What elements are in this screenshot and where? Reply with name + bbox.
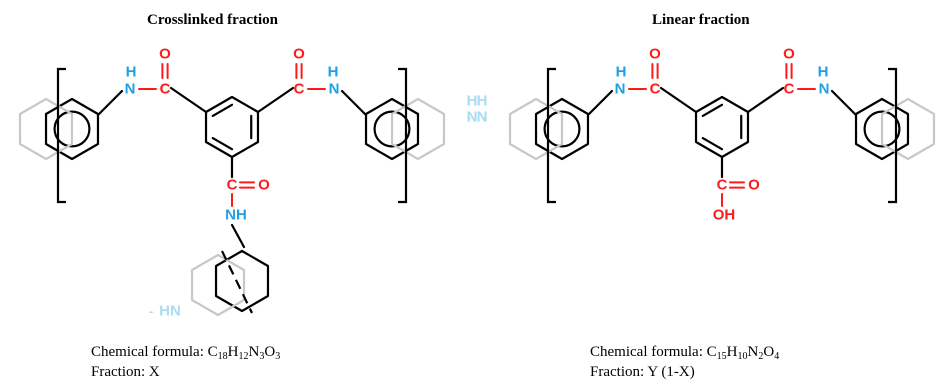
faded-nitrogen-label: N [477,109,488,126]
faded-bond-dash: - [483,110,487,125]
right-formula-terms: C15H10N2O4 [706,344,780,362]
amide-nh-label: NH [225,207,247,224]
bond-line [169,86,208,114]
amide-nitrogen-label: N [615,81,626,98]
hydroxyl-label: OH [713,207,736,224]
faded-ring [508,97,564,161]
carbonyl-carbon-label: C [294,81,305,98]
aromatic-circle [543,110,581,148]
formula-element: O [264,344,276,360]
formula-subscript: 3 [259,351,265,362]
polymer-bracket [888,67,898,204]
formula-element: N [747,344,759,360]
double-bond-line [701,137,724,151]
amide-hydrogen-label: H [126,64,137,81]
amide-nitrogen-label: N [125,81,136,98]
carbonyl-carbon-label: C [160,81,171,98]
right-formula-label: Chemical formula: [590,344,707,360]
faded-bond-dash: - [149,304,153,319]
amide-hydrogen-label: H [328,64,339,81]
polymer-bracket [56,67,66,204]
aromatic-circle [53,110,91,148]
faded-hydrogen-label: H [477,93,488,110]
faded-bond-dash: - [467,110,471,125]
faded-nitrogen-label: N [467,109,478,126]
carbonyl-oxygen-label: O [649,46,661,63]
formula-subscript: 18 [217,351,228,362]
polymer-bracket [546,67,556,204]
left-formula-terms: C18H12N3O3 [207,344,281,362]
formula-element: H [227,344,239,360]
faded-ring [880,97,936,161]
carbonyl-oxygen-label: O [159,46,171,63]
carbonyl-oxygen-label: O [783,46,795,63]
aromatic-ring [214,249,270,313]
formula-subscript: 12 [238,351,249,362]
right-caption: Chemical formula: C15H10N2O4 Fraction: Y… [590,343,779,382]
carbonyl-carbon-label: C [650,81,661,98]
aryl-bond [830,89,858,117]
formula-subscript: 10 [737,351,748,362]
double-bond-line [211,103,234,118]
double-bond-line [701,103,724,118]
formula-subscript: 2 [758,351,764,362]
aryl-bond [96,89,124,117]
formula-element: O [763,344,775,360]
carbonyl-carbon-label: C [227,177,238,194]
aryl-bond [586,89,614,117]
left-formula-label: Chemical formula: [91,344,208,360]
bond-line [746,86,785,114]
right-panel-title: Linear fraction [652,12,750,28]
aromatic-circle [863,110,901,148]
formula-element: C [706,344,717,360]
cleavage-dashed-line [221,250,253,314]
amide-hydrogen-label: H [616,64,627,81]
carbonyl-oxygen-label: O [293,46,305,63]
faded-ring [390,97,446,161]
aryl-bond [230,223,246,249]
faded-amine-label: HN [159,303,181,320]
amide-nitrogen-label: N [819,81,830,98]
amide-hydrogen-label: H [818,64,829,81]
left-panel-title: Crosslinked fraction [147,12,278,28]
formula-element: H [726,344,738,360]
faded-ring [190,253,246,317]
carbonyl-oxygen-label: O [748,177,760,194]
aryl-bond [340,89,368,117]
left-caption: Chemical formula: C18H12N3O3 Fraction: X [91,343,280,382]
right-formula: Chemical formula: C15H10N2O4 [590,343,779,363]
double-bond-line [211,137,234,151]
carbonyl-oxygen-label: O [258,177,270,194]
amide-nitrogen-label: N [329,81,340,98]
formula-subscript: 3 [275,351,281,362]
aromatic-circle [373,110,411,148]
carbonyl-carbon-label: C [717,177,728,194]
formula-subscript: 4 [774,351,780,362]
faded-ring [18,97,74,161]
right-fraction: Fraction: Y (1-X) [590,364,695,380]
left-fraction: Fraction: X [91,364,160,380]
faded-hydrogen-label: H [467,93,478,110]
bond-line [659,86,698,114]
carbonyl-carbon-label: C [784,81,795,98]
polymer-bracket [398,67,408,204]
left-formula: Chemical formula: C18H12N3O3 [91,343,280,363]
bond-line [256,86,295,114]
formula-element: C [207,344,218,360]
formula-subscript: 15 [716,351,727,362]
formula-element: N [248,344,260,360]
